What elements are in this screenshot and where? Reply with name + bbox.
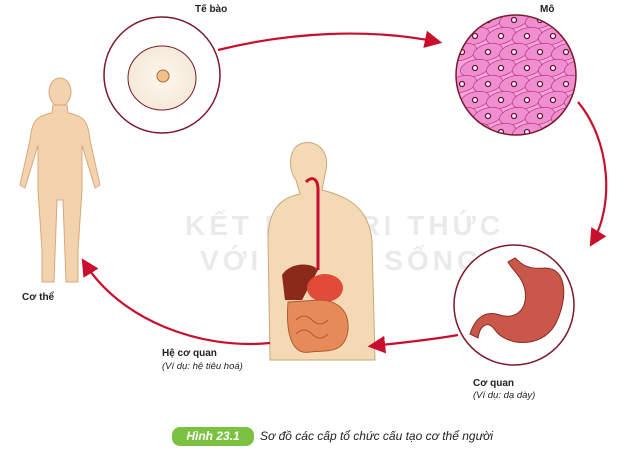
arrow-tissue-to-organ [577,101,608,247]
cell-nucleus [549,32,557,40]
cell-nucleus [575,128,576,135]
cell-nucleus [471,32,479,40]
cell-nucleus [458,16,466,24]
cell-nucleus [562,112,570,120]
label-cell: Tế bào [195,4,228,15]
cell-nucleus [510,112,518,120]
arrow-organ-to-system [367,333,459,354]
tissue-cell [563,58,576,78]
cell-nucleus [536,48,544,56]
arrow-system-to-body [81,258,271,346]
cell-nucleus [575,32,576,40]
cell-nucleus [497,64,505,72]
cell-nucleus [497,32,505,40]
cell-nucleus [549,128,557,135]
cell-nucleus [562,48,570,56]
cell-nucleus [549,96,557,104]
cell-nucleus [562,16,570,24]
tissue-illustration [455,14,577,136]
cell-nucleus [458,80,466,88]
cell-nucleus [562,80,570,88]
cell-nucleus [484,80,492,88]
cell-nucleus [510,16,518,24]
cell-nucleus [484,112,492,120]
tissue-cell [456,15,478,30]
cell-nucleus [523,64,531,72]
cell-nucleus [471,128,479,135]
stomach-illustration [453,244,575,366]
arrows [81,30,608,354]
digestive-system-illustration [267,142,376,361]
label-organ: Cơ quan [473,378,514,389]
human-body-illustration [19,77,101,283]
cell-nucleus [471,64,479,72]
cell-nucleus [523,32,531,40]
label-organ-example: (Ví dụ: dạ dày) [473,390,536,401]
cell-nucleus [471,96,479,104]
cell-illustration [103,16,221,134]
figure-caption: Sơ đồ các cấp tổ chức cấu tạo cơ thể ngư… [260,429,494,443]
cell-nucleus [549,64,557,72]
figure-number-badge: Hình 23.1 [172,427,254,446]
label-body: Cơ thể [22,292,55,303]
cell-nucleus [536,112,544,120]
cell-nucleus [458,112,466,120]
label-organ-system-example: (Ví dụ: hệ tiêu hoá) [162,361,243,372]
cell-nucleus [523,96,531,104]
label-organ-system: Hệ cơ quan [162,348,217,359]
cell-nucleus [575,64,576,72]
tissue-cell [563,122,576,135]
cell-nucleus [484,48,492,56]
cell-nucleus [497,96,505,104]
arrow-cell-to-tissue [217,30,443,52]
cell-nucleus [510,80,518,88]
cell-nucleus [510,48,518,56]
label-tissue: Mô [540,4,555,15]
cell-nucleus [536,80,544,88]
